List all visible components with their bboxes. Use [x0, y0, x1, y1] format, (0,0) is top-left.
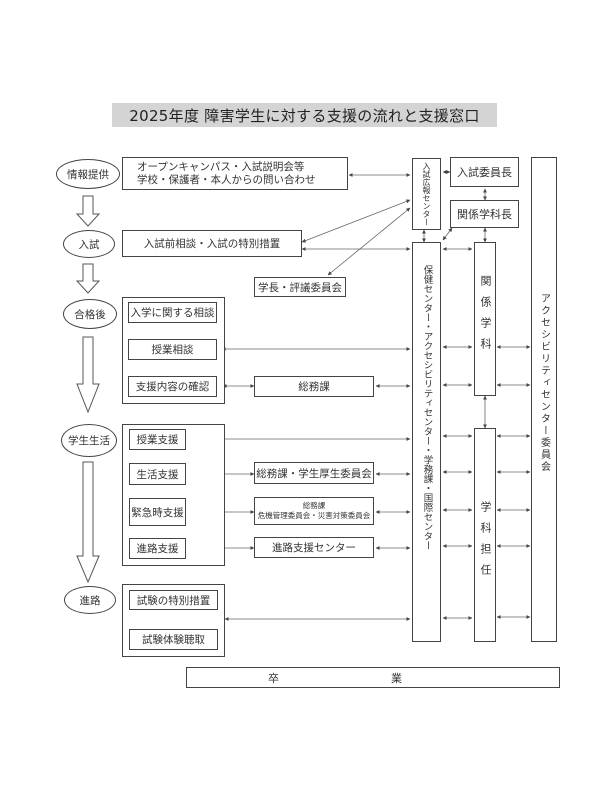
- crisis-line-1: 総務課: [302, 501, 326, 510]
- general-affairs-box: 総務課: [254, 376, 374, 397]
- stage-info: 情報提供: [56, 159, 120, 189]
- flow-arrow-4: [76, 461, 100, 584]
- exam-hearing-box: 試験体験聴取: [129, 629, 218, 650]
- crisis-committee-box: 総務課 危機管理委員会・災害対策委員会: [254, 497, 374, 525]
- career-center-box: 進路支援センター: [254, 537, 374, 558]
- flow-arrow-3: [76, 336, 100, 414]
- flow-arrow-2: [75, 263, 101, 294]
- graduation-bar: 卒 業: [186, 667, 560, 688]
- crisis-line-2: 危機管理委員会・災害対策委員会: [257, 511, 371, 520]
- president-committee-box: 学長・評議委員会: [254, 277, 346, 297]
- flow-arrow-1: [75, 195, 101, 227]
- graduation-left-char: 卒: [268, 671, 279, 685]
- graduation-right-char: 業: [391, 671, 402, 685]
- admission-pr-center-box: 入試広報センター: [412, 158, 441, 230]
- admission-pr-center-label: 入試広報センター: [422, 162, 431, 226]
- class-teacher-box: 学科担任: [474, 428, 496, 642]
- life-support-box: 生活支援: [129, 463, 186, 485]
- health-center-label: 保健センター・アクセシビリティセンター・学務課・国際センター: [421, 265, 433, 550]
- exam-box: 入試前相談・入試の特別措置: [122, 230, 302, 257]
- stage-exam: 入試: [63, 230, 115, 258]
- accessibility-committee-box: アクセシビリティセンター委員会: [531, 157, 557, 642]
- info-box: オープンキャンパス・入試説明会等 学校・保護者・本人からの問い合わせ: [122, 157, 348, 190]
- connector-depthead-health: [442, 227, 453, 241]
- health-center-box: 保健センター・アクセシビリティセンター・学務課・国際センター: [412, 242, 441, 642]
- dept-head-box: 関係学科長: [450, 200, 519, 228]
- admission-consult-box: 入学に関する相談: [128, 302, 217, 323]
- info-line-2: 学校・保護者・本人からの問い合わせ: [137, 173, 316, 186]
- stage-after-pass: 合格後: [63, 299, 117, 329]
- stage-student-life: 学生生活: [61, 424, 117, 457]
- info-line-1: オープンキャンパス・入試説明会等: [137, 160, 305, 173]
- support-confirm-box: 支援内容の確認: [128, 376, 217, 397]
- related-dept-label: 関係学科: [479, 275, 492, 359]
- related-dept-box: 関係学科: [474, 242, 496, 396]
- emergency-support-box: 緊急時支援: [129, 498, 186, 526]
- admission-chair-box: 入試委員長: [450, 157, 519, 187]
- connector-president-pr: [327, 207, 411, 276]
- class-support-box: 授業支援: [129, 429, 186, 450]
- page-title: 2025年度 障害学生に対する支援の流れと支援窓口: [112, 103, 497, 127]
- welfare-committee-box: 総務課・学生厚生委員会: [254, 462, 374, 484]
- exam-special-measures-box: 試験の特別措置: [129, 590, 218, 610]
- class-teacher-label: 学科担任: [479, 501, 492, 585]
- stage-career: 進路: [64, 586, 116, 614]
- career-support-box: 進路支援: [129, 538, 186, 559]
- class-consult-box: 授業相談: [128, 339, 217, 360]
- accessibility-committee-label: アクセシビリティセンター委員会: [538, 293, 550, 473]
